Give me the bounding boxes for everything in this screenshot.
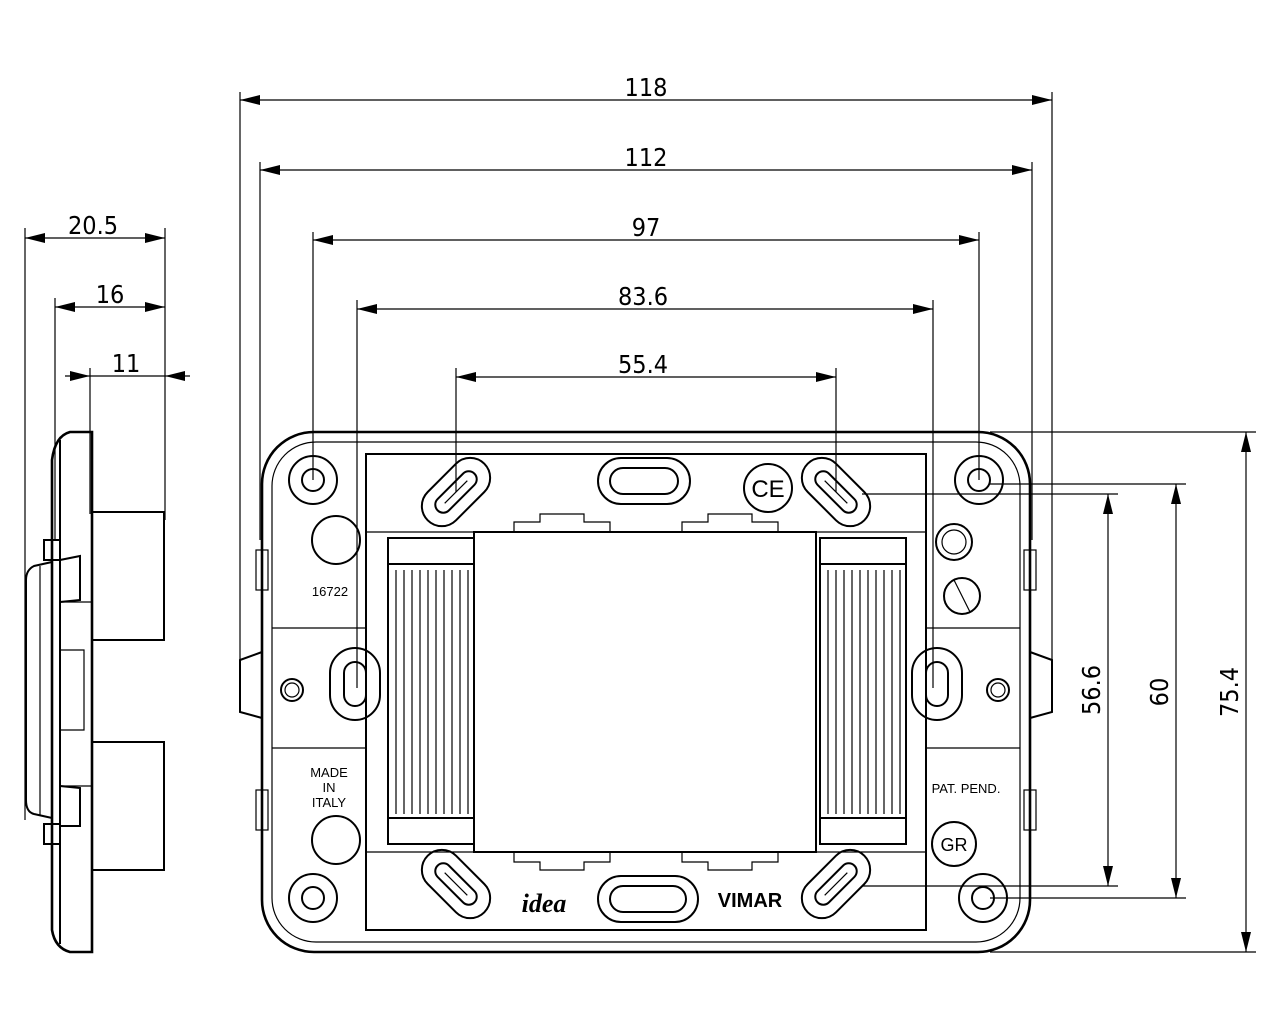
dim-label-55-4: 55.4 [618, 350, 668, 379]
made-in-line-2: IN [323, 780, 336, 795]
ce-mark [743, 463, 793, 513]
side-view-profile [25, 430, 165, 954]
dim-label-56-6: 56.6 [1077, 665, 1106, 715]
dimension-118: 118 [239, 73, 1053, 688]
dim-label-112: 112 [625, 143, 668, 172]
dim-label-83-6: 83.6 [618, 282, 668, 311]
patent-pending: PAT. PEND. [932, 781, 1001, 796]
dim-label-75-4: 75.4 [1215, 667, 1244, 717]
gr-mark [931, 821, 977, 867]
imq-mark-icon [935, 523, 973, 561]
front-view-frame [239, 430, 1053, 954]
made-in-line-3: ITALY [312, 795, 347, 810]
dim-label-60: 60 [1145, 678, 1174, 707]
product-code: 16722 [312, 584, 348, 599]
dimension-16: 16 [54, 280, 165, 540]
dimension-75-4: 75.4 [990, 431, 1256, 953]
idea-logo: idea [522, 889, 567, 918]
dim-label-20-5: 20.5 [68, 211, 118, 240]
dimension-56-6: 56.6 [862, 493, 1118, 887]
dim-label-16: 16 [96, 280, 125, 309]
dim-label-97: 97 [632, 213, 661, 242]
dimension-60: 60 [990, 483, 1186, 899]
dimension-112: 112 [259, 143, 1033, 540]
dim-label-11: 11 [112, 349, 141, 378]
vimar-brand: VIMAR [718, 890, 783, 912]
certification-mark-icon [943, 577, 981, 615]
ce-label: CE [751, 476, 784, 503]
made-in-line-1: MADE [310, 765, 348, 780]
gr-label: GR [941, 835, 968, 855]
dimension-55-4: 55.4 [455, 350, 837, 492]
dimension-11: 11 [65, 349, 190, 514]
dimension-97: 97 [312, 213, 980, 480]
dim-label-118: 118 [625, 73, 668, 102]
